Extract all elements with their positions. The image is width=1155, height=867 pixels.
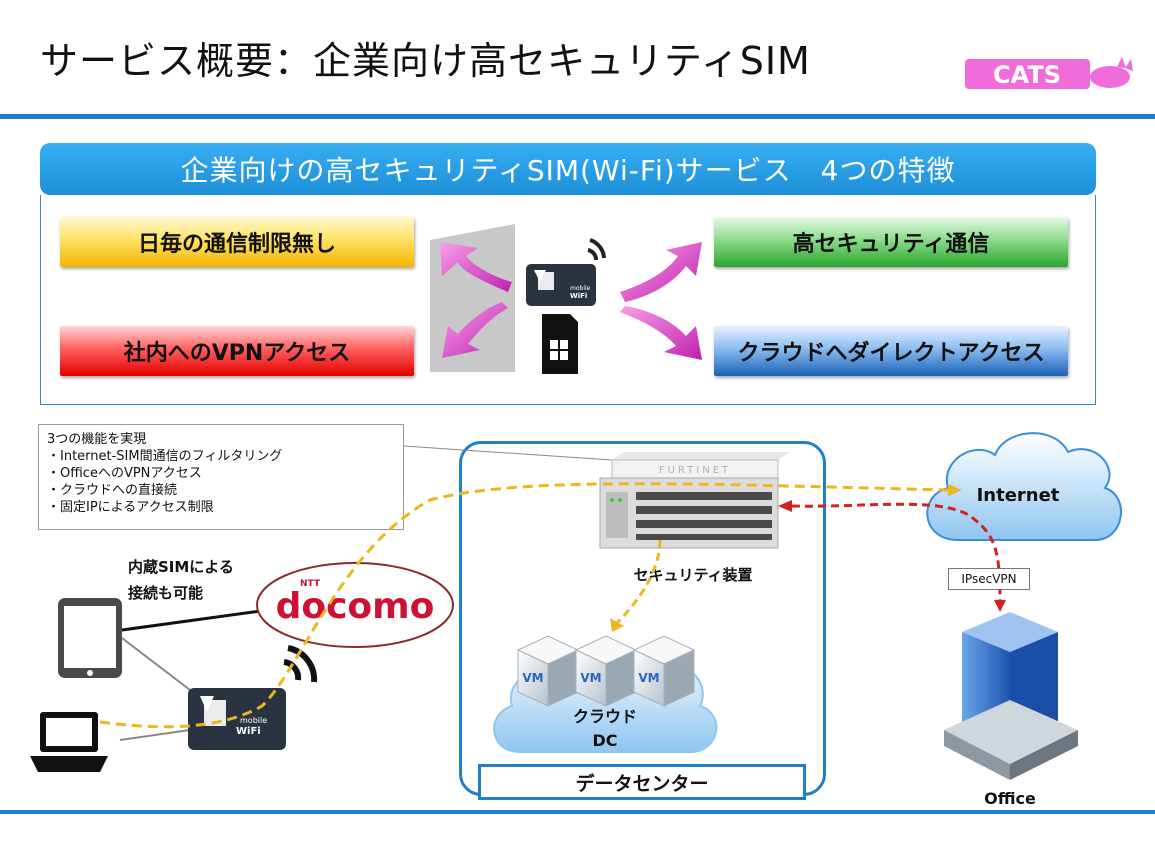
tablet-router-link (121, 637, 191, 691)
arrow-to-vpn (442, 302, 508, 358)
vpn-path (791, 502, 1002, 601)
docomo-logo: NTT docomo (256, 562, 454, 648)
cloud-dc-label-2: DC (592, 731, 617, 750)
top-divider (0, 114, 1155, 119)
vm-cube-icon: VM (632, 635, 696, 707)
arrow-to-cloud (620, 306, 702, 360)
vm-cube-icon: VM (516, 635, 580, 707)
note-connector (403, 445, 613, 461)
svg-text:WiFi: WiFi (570, 292, 587, 300)
bottom-divider (0, 810, 1155, 814)
feature-no-daily-limit: 日毎の通信制限無し (60, 217, 414, 267)
laptop-router-link (119, 729, 191, 741)
feature-arrows-graphic: mobile WiFi (430, 224, 702, 374)
data-flow-arrowhead (948, 484, 962, 496)
network-diagram: Internet FURTINET セキュリティ装置 VM VM (30, 432, 1122, 808)
dc-flow-path (614, 539, 662, 626)
svg-text:WiFi: WiFi (236, 726, 261, 737)
tablet-icon (58, 598, 122, 678)
svg-text:VM: VM (580, 671, 601, 685)
ipsec-vpn-label: IPsecVPN (948, 568, 1030, 590)
internet-label: Internet (977, 485, 1060, 506)
datacenter-label: データセンター (478, 764, 806, 800)
firewall-brand: FURTINET (659, 465, 731, 476)
wifi-signal-icon (283, 645, 318, 683)
embedded-sim-label-1: 内蔵SIMによる (128, 558, 234, 576)
function-item: ・固定IPによるアクセス制限 (47, 500, 214, 515)
function-item: ・OfficeへのVPNアクセス (47, 466, 202, 481)
security-device-label: セキュリティ装置 (633, 566, 752, 584)
logo-text: CATS (993, 61, 1061, 89)
feature-high-security: 高セキュリティ通信 (714, 217, 1068, 267)
laptop-icon (30, 712, 108, 772)
cats-logo: CATS (965, 57, 1133, 89)
wifi-signal-icon (587, 238, 606, 261)
vpn-arrowhead-down (994, 600, 1006, 612)
svg-text:VM: VM (638, 671, 659, 685)
features-banner: 企業向けの高セキュリティSIM(Wi-Fi)サービス 4つの特徴 (40, 143, 1096, 195)
dc-flow-arrowhead (610, 618, 624, 632)
internet-cloud-icon (926, 432, 1122, 541)
svg-text:mobile: mobile (240, 716, 267, 725)
functions-heading: 3つの機能を実現 (47, 432, 147, 447)
features-box (40, 195, 1096, 405)
arrow-to-security (620, 242, 702, 302)
vm-cube-icon: VM (574, 635, 638, 707)
feature-vpn-access: 社内へのVPNアクセス (60, 326, 414, 376)
svg-text:NTT: NTT (300, 579, 321, 589)
tablet-docomo-link (121, 608, 269, 632)
security-appliance-icon: FURTINET (599, 452, 790, 549)
mobile-wifi-router-icon: mobile WiFi (188, 688, 286, 750)
svg-text:mobile: mobile (570, 285, 591, 292)
embedded-sim-label-2: 接続も可能 (128, 584, 203, 602)
mobile-wifi-router-icon: mobile WiFi (526, 264, 596, 306)
feature-cloud-direct: クラウドへダイレクトアクセス (714, 326, 1068, 376)
function-item: ・クラウドへの直接続 (47, 483, 178, 498)
office-building-icon (944, 612, 1078, 780)
cloud-dc-label-1: クラウド (573, 707, 637, 726)
vpn-arrowhead-left (778, 500, 792, 512)
svg-text:docomo: docomo (276, 586, 435, 627)
svg-text:VM: VM (522, 671, 543, 685)
office-label: Office (984, 789, 1036, 808)
data-flow-path (99, 482, 949, 729)
functions-note: 3つの機能を実現 ・Internet-SIM間通信のフィルタリング ・Offic… (38, 424, 404, 530)
function-item: ・Internet-SIM間通信のフィルタリング (47, 449, 283, 464)
slide-title: サービス概要：企業向け高セキュリティSIM (40, 39, 811, 83)
arrow-to-daily-limit (440, 242, 512, 292)
sim-card-icon (542, 314, 578, 374)
